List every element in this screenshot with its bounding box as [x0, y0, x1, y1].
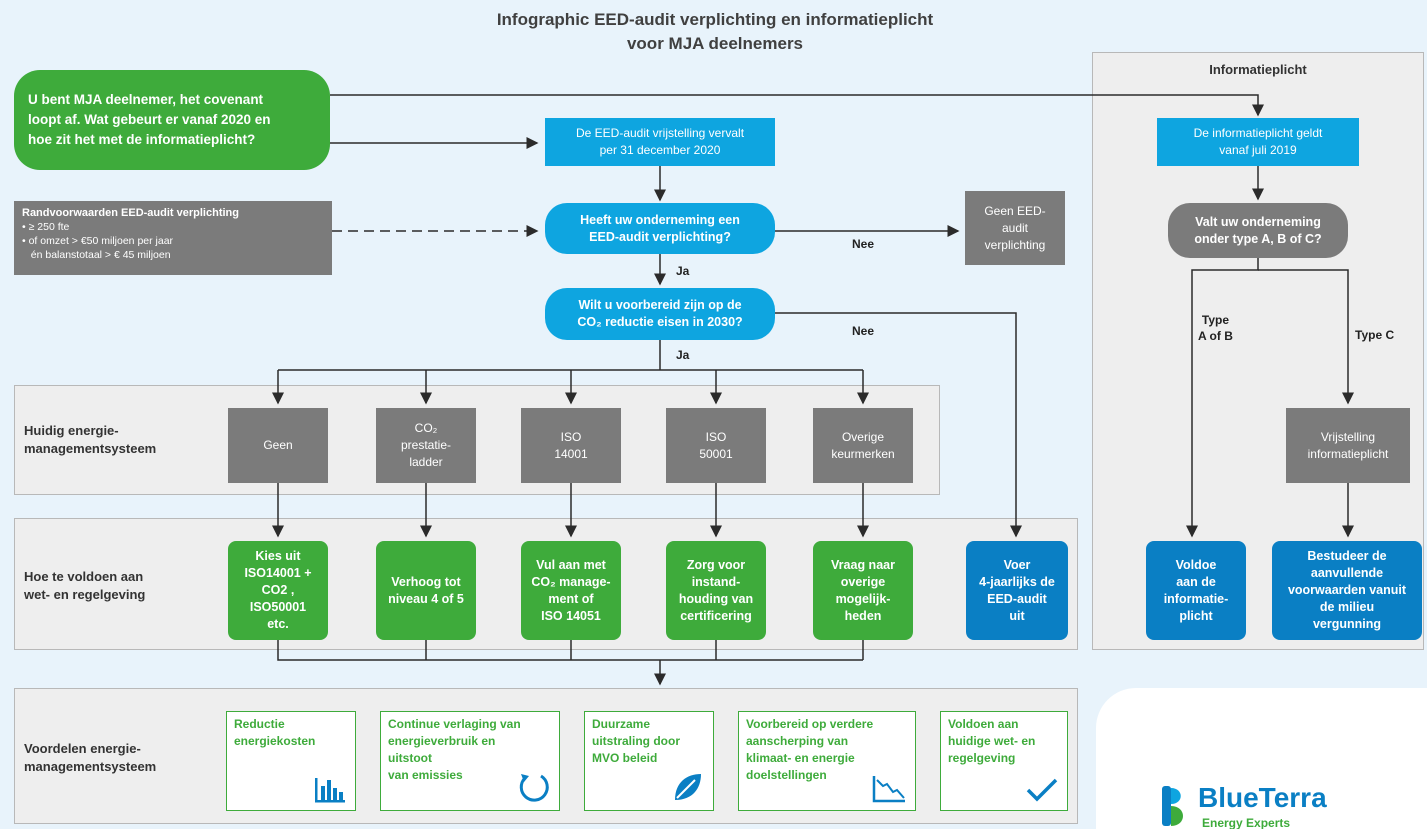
benefit-compliance: Voldoen aan huidige wet- en regelgeving: [940, 711, 1068, 811]
page-title: Infographic EED-audit verplichting en in…: [300, 8, 1130, 56]
question-co2-2030: Wilt u voorbereid zijn op de CO₂ reducti…: [545, 288, 775, 340]
benefit-text: Reductie energiekosten: [234, 717, 316, 748]
connector-q-typeab: [1186, 258, 1259, 538]
system-co2-ladder: CO₂ prestatie- ladder: [376, 408, 476, 483]
conditions-item: • of omzet > €50 miljoen per jaar: [22, 235, 174, 247]
action-eed-audit: Voer 4-jaarlijks de EED-audit uit: [966, 541, 1068, 640]
label-nee-1: Nee: [852, 237, 875, 251]
info-question: Valt uw onderneming onder type A, B of C…: [1168, 203, 1348, 258]
label-ja-1: Ja: [676, 264, 690, 278]
system-iso50001: ISO 50001: [666, 408, 766, 483]
info-study-box: Bestudeer de aanvullende voorwaarden van…: [1272, 541, 1422, 640]
system-geen: Geen: [228, 408, 328, 483]
conditions-item: • ≥ 250 fte: [22, 221, 70, 233]
declining-chart-icon: [872, 776, 905, 803]
connector-q-typec: [1258, 269, 1354, 405]
connector-start-info: [330, 94, 1264, 117]
benefit-prepared: Voorbereid op verdere aanscherping van k…: [738, 711, 916, 811]
title-line-2: voor MJA deelnemers: [626, 34, 804, 53]
conditions-box: Randvoorwaarden EED-audit verplichting •…: [14, 201, 332, 275]
start-box: U bent MJA deelnemer, het covenant loopt…: [14, 70, 330, 170]
action-raise-level: Verhoog tot niveau 4 of 5: [376, 541, 476, 640]
action-ask: Vraag naar overige mogelijk- heden: [813, 541, 913, 640]
section-current: Huidig energie- managementsysteem: [24, 423, 157, 456]
label-type-c: Type C: [1355, 328, 1395, 342]
section-benefits: Voordelen energie- managementsysteem: [24, 741, 157, 774]
action-maintain: Zorg voor instand- houding van certifice…: [666, 541, 766, 640]
connector-q2-audit: [775, 312, 1022, 538]
label-nee-2: Nee: [852, 324, 875, 338]
logo-panel: [1096, 688, 1427, 829]
current-system-panel: [14, 385, 940, 495]
info-comply-box: Voldoe aan de informatie- plicht: [1146, 541, 1246, 640]
action-supplement: Vul aan met CO₂ manage- ment of ISO 1405…: [521, 541, 621, 640]
system-iso14001: ISO 14001: [521, 408, 621, 483]
connector-q2-split: [278, 340, 863, 371]
info-panel-title: Informatieplicht: [1209, 62, 1307, 77]
title-line-1: Infographic EED-audit verplichting en in…: [496, 10, 934, 29]
benefit-text: Duurzame uitstraling door MVO beleid: [592, 717, 680, 765]
section-comply: Hoe te voldoen aan wet- en regelgeving: [24, 569, 146, 602]
label-type-ab: Type A of B: [1198, 313, 1233, 343]
benefit-sustainable-image: Duurzame uitstraling door MVO beleid: [584, 711, 714, 811]
question-eed-obligation: Heeft uw onderneming een EED-audit verpl…: [545, 203, 775, 254]
no-obligation-box: Geen EED- audit verplichting: [965, 191, 1065, 265]
connector-act-merge: [277, 640, 864, 661]
benefit-text: Voldoen aan huidige wet- en regelgeving: [948, 717, 1036, 765]
bar-chart-icon: [315, 778, 345, 803]
checkmark-icon: [1026, 778, 1058, 802]
logo-mark-icon: [1162, 786, 1183, 826]
benefit-continuous-reduction: Continue verlaging van energieverbruik e…: [380, 711, 560, 811]
eed-exemption-box: De EED-audit vrijstelling vervalt per 31…: [545, 118, 775, 166]
logo-name: BlueTerra: [1198, 782, 1327, 813]
leaf-icon: [675, 774, 701, 800]
benefit-text: Voorbereid op verdere aanscherping van k…: [746, 717, 874, 782]
logo-tagline: Energy Experts: [1202, 816, 1291, 829]
info-start-box: De informatieplicht geldt vanaf juli 201…: [1157, 118, 1359, 166]
info-exemption-box: Vrijstelling informatieplicht: [1286, 408, 1410, 483]
benefit-text: Continue verlaging van energieverbruik e…: [388, 717, 521, 782]
conditions-item: én balanstotaal > € 45 miljoen: [30, 249, 171, 261]
system-other: Overige keurmerken: [813, 408, 913, 483]
cycle-arrow-icon: [519, 774, 549, 802]
action-choose: Kies uit ISO14001 + CO2 , ISO50001 etc.: [228, 541, 328, 640]
label-ja-2: Ja: [676, 348, 690, 362]
conditions-heading: Randvoorwaarden EED-audit verplichting: [22, 207, 239, 219]
benefit-cost-reduction: Reductie energiekosten: [226, 711, 356, 811]
blueterra-logo: BlueTerra Energy Experts: [1160, 780, 1380, 829]
